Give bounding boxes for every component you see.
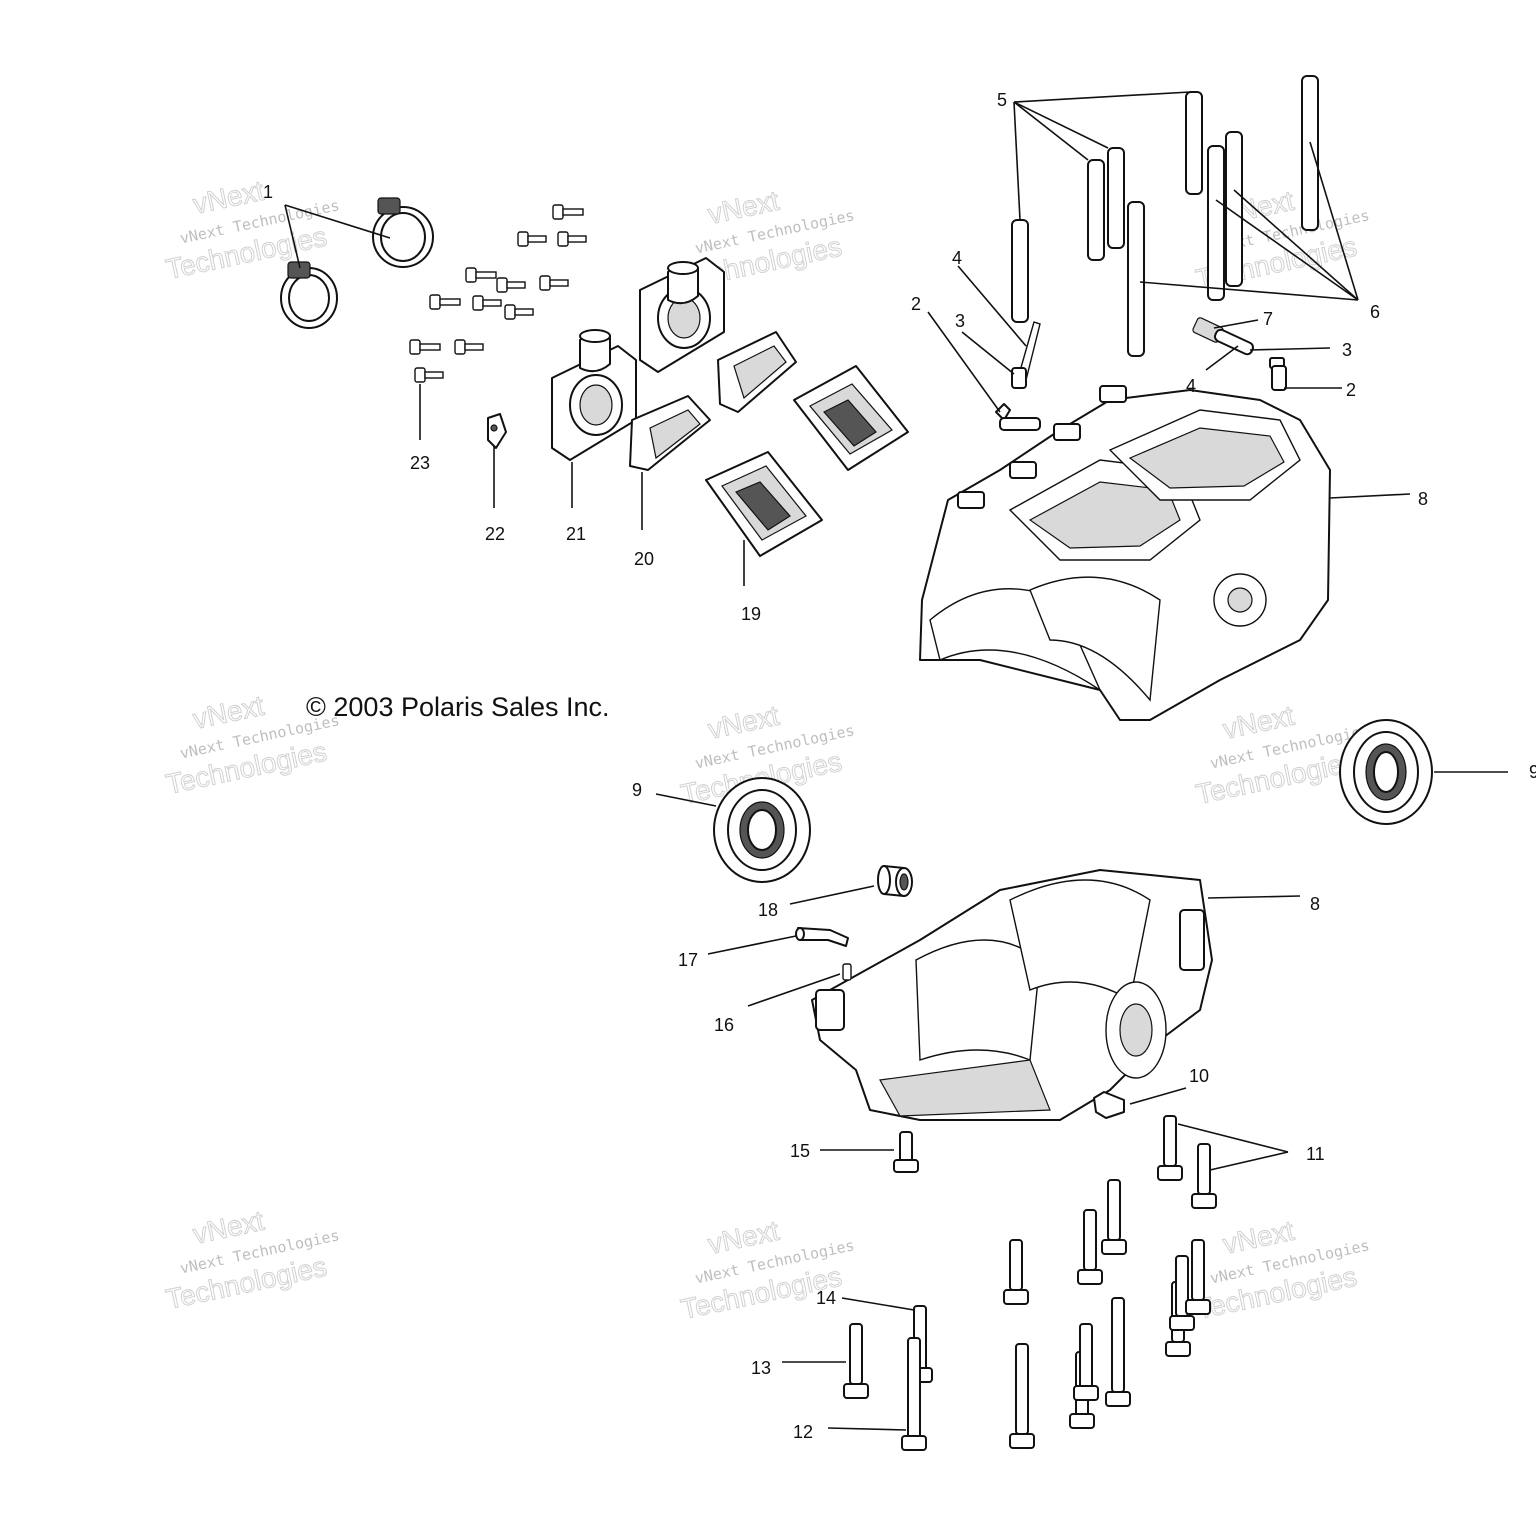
part-11-bolts[interactable]: [1157, 1115, 1217, 1209]
callout-22: 22: [485, 524, 505, 544]
part-21-intake-adapter-front[interactable]: [551, 329, 637, 461]
callout-14: 14: [816, 1288, 836, 1308]
part-5-studs[interactable]: [1011, 91, 1203, 323]
part-23-bolt-group[interactable]: [409, 204, 587, 383]
part-21-intake-adapter-rear[interactable]: [639, 257, 725, 373]
callout-10: 10: [1189, 1066, 1209, 1086]
callout-4-right: 4: [1186, 376, 1196, 396]
part-3-plug-left[interactable]: [1011, 367, 1027, 389]
callout-13: 13: [751, 1358, 771, 1378]
callout-9-left: 9: [632, 780, 642, 800]
leader-lines: [284, 91, 1508, 1431]
callout-16: 16: [714, 1015, 734, 1035]
part-8-lower-crankcase[interactable]: [811, 869, 1213, 1121]
callout-15: 15: [790, 1141, 810, 1161]
part-9-seal-right[interactable]: [1339, 719, 1433, 825]
part-8-upper-crankcase[interactable]: [919, 385, 1331, 721]
callout-6: 6: [1370, 302, 1380, 322]
part-2-fitting-left[interactable]: [995, 403, 1041, 431]
callout-2-left: 2: [911, 294, 921, 314]
part-10-drain-plug[interactable]: [1093, 1091, 1125, 1119]
callout-9-right: 9: [1529, 762, 1536, 782]
watermark-bottom-left: vNext vNext Technologies Technologies: [163, 1204, 341, 1315]
callout-7: 7: [1263, 309, 1273, 329]
callout-2-right: 2: [1346, 380, 1356, 400]
part-19-reed-valve-front[interactable]: [705, 451, 823, 557]
callout-17: 17: [678, 950, 698, 970]
watermark-layer: vNext vNext Technologies Technologies vN…: [163, 174, 1371, 1325]
callout-11: 11: [1306, 1144, 1325, 1164]
callout-3-right: 3: [1342, 340, 1352, 360]
part-16-dowel-pin[interactable]: [842, 963, 852, 981]
part-7-threaded-fitting[interactable]: [1192, 317, 1255, 356]
part-2-fitting-right[interactable]: [1269, 357, 1287, 391]
part-19-reed-valve-rear[interactable]: [793, 365, 909, 471]
part-9-seal-left[interactable]: [713, 777, 811, 883]
callout-8-lower: 8: [1310, 894, 1320, 914]
callout-21: 21: [566, 524, 586, 544]
callout-20: 20: [634, 549, 654, 569]
callout-3-left: 3: [955, 311, 965, 331]
part-17-elbow-fitting[interactable]: [795, 927, 849, 947]
callout-5: 5: [997, 90, 1007, 110]
part-12-bolts[interactable]: [901, 1179, 1211, 1451]
callout-8-upper: 8: [1418, 489, 1428, 509]
part-13-bolt[interactable]: [843, 1323, 869, 1399]
callout-18: 18: [758, 900, 778, 920]
part-20-reed-stuffer-front[interactable]: [629, 395, 711, 471]
callout-4-left: 4: [952, 248, 962, 268]
callout-12: 12: [793, 1422, 813, 1442]
watermark-bottom-center: vNext vNext Technologies Technologies: [678, 1214, 856, 1325]
part-18-bushing[interactable]: [877, 865, 913, 897]
callout-23: 23: [410, 453, 430, 473]
callout-19: 19: [741, 604, 761, 624]
copyright-notice: © 2003 Polaris Sales Inc.: [306, 692, 610, 722]
watermark-top-left: vNext vNext Technologies Technologies: [163, 174, 341, 285]
part-15-bolt[interactable]: [893, 1131, 919, 1173]
callout-labels: 1 2 2 3 3 4 4 5 6 7 8 8 9 9 10 11 12 13 …: [263, 90, 1536, 1442]
callout-1: 1: [263, 182, 273, 202]
part-22-clip[interactable]: [487, 413, 507, 449]
part-20-reed-stuffer-rear[interactable]: [717, 331, 797, 413]
part-6-long-studs[interactable]: [1127, 75, 1319, 357]
part-1-hose-clamps[interactable]: [280, 197, 434, 329]
